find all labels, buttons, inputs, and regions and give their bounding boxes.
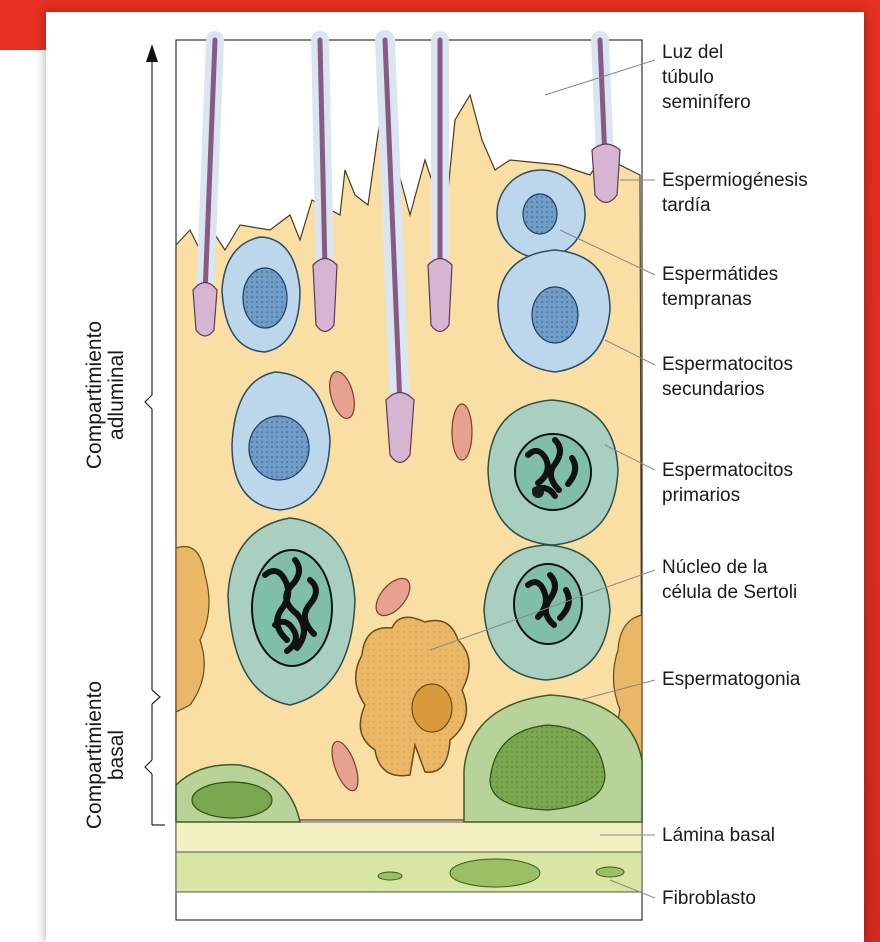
basal-line-2: basal bbox=[106, 650, 128, 860]
basal-lamina bbox=[176, 822, 642, 852]
mitochondrion-2 bbox=[452, 404, 472, 460]
fibroblast-process-1 bbox=[378, 872, 402, 880]
sperm-head-3 bbox=[386, 393, 414, 463]
fibroblast-nucleus bbox=[450, 859, 540, 887]
label-espermatogonia: Espermatogonia bbox=[662, 667, 800, 692]
basal-line-1: Compartimiento bbox=[84, 650, 106, 860]
adluminal-compartment-label: Compartimiento adluminal bbox=[84, 290, 128, 500]
label-lamina-basal: Lámina basal bbox=[662, 823, 775, 848]
sperm-head-2 bbox=[313, 259, 337, 332]
label-nucleo-sertoli: Núcleo de la célula de Sertoli bbox=[662, 555, 797, 605]
label-fibroblasto: Fibroblasto bbox=[662, 886, 756, 911]
sertoli-nucleolus bbox=[412, 684, 452, 732]
basal-compartment-label: Compartimiento basal bbox=[84, 650, 128, 860]
sperm-head-1 bbox=[193, 283, 217, 337]
axis-arrowhead bbox=[146, 44, 158, 62]
sperm-head-5 bbox=[592, 144, 620, 203]
compartment-axis bbox=[145, 55, 165, 825]
label-espermatides: Espermátides tempranas bbox=[662, 262, 778, 312]
adluminal-line-2: adluminal bbox=[106, 290, 128, 500]
label-luz-tubulo: Luz del túbulo seminífero bbox=[662, 40, 751, 115]
label-espermatocitos-secundarios: Espermatocitos secundarios bbox=[662, 352, 793, 402]
label-espermatocitos-primarios: Espermatocitos primarios bbox=[662, 458, 793, 508]
adluminal-line-1: Compartimiento bbox=[84, 290, 106, 500]
fibroblast-layer bbox=[176, 852, 642, 892]
fibroblast-process-2 bbox=[596, 867, 624, 877]
sperm-head-4 bbox=[428, 259, 452, 332]
label-espermiogenesis: Espermiogénesis tardía bbox=[662, 168, 808, 218]
